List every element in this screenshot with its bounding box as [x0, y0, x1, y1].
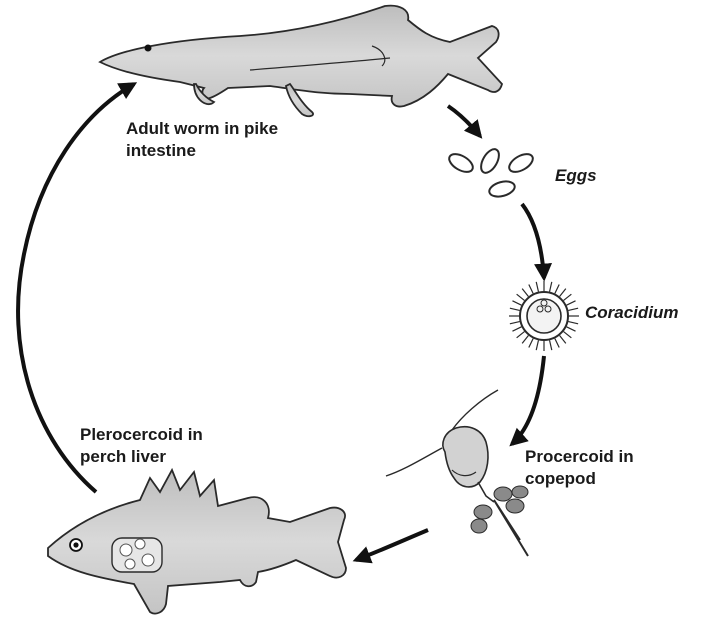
cilium-ray: [559, 335, 567, 344]
cilium-ray: [568, 307, 579, 312]
label-coracidium: Coracidium: [585, 303, 679, 322]
cilium-ray: [528, 338, 534, 348]
cilium-ray: [516, 331, 525, 339]
cilium-ray: [566, 300, 576, 306]
cilium-ray: [568, 320, 579, 325]
liver-cysts-icon: [119, 538, 155, 570]
label-perch: Plerocercoid in perch liver: [80, 424, 203, 468]
cilium-ray: [554, 338, 560, 348]
label-pike-line1: Adult worm in pike: [126, 119, 279, 138]
cilium-ray: [516, 293, 525, 301]
label-perch-line1: Plerocercoid in: [80, 425, 203, 444]
cilium-ray: [512, 326, 522, 332]
cilium-ray: [535, 340, 540, 351]
arrow-copepod-to-perch: [352, 528, 429, 564]
cilium-ray: [563, 331, 572, 339]
label-eggs: Eggs: [555, 166, 597, 185]
cilium-ray: [528, 284, 534, 294]
eggs-icon: [448, 148, 534, 198]
coracidium-icon: [509, 281, 579, 351]
cilium-ray: [548, 281, 553, 292]
cilium-ray: [548, 340, 553, 351]
arrow-pike-to-eggs: [446, 104, 483, 139]
cilium-ray: [535, 281, 540, 292]
label-pike: Adult worm in pike intestine: [126, 118, 278, 162]
cilium-ray: [521, 288, 529, 297]
label-perch-line2: perch liver: [80, 447, 166, 466]
cilium-ray: [509, 320, 520, 325]
label-copepod-line1: Procercoid in: [525, 447, 634, 466]
cilium-ray: [563, 293, 572, 301]
arrow-coracidium-to-copepod: [509, 355, 546, 447]
cilium-ray: [509, 307, 520, 312]
pike-fish-icon: [98, 4, 503, 118]
pike-eye-icon: [144, 44, 152, 52]
arrow-eggs-to-coracidium: [520, 202, 553, 282]
label-pike-line2: intestine: [126, 141, 196, 160]
cilium-ray: [566, 326, 576, 332]
cilium-ray: [521, 335, 529, 344]
cilium-ray: [554, 284, 560, 294]
arrow-perch-to-pike: [16, 82, 138, 494]
cilium-ray: [512, 300, 522, 306]
label-copepod-line2: copepod: [525, 469, 596, 488]
label-copepod: Procercoid in copepod: [525, 446, 634, 490]
perch-eye-icon: [69, 538, 83, 552]
copepod-icon: [385, 389, 529, 557]
cilium-ray: [559, 288, 567, 297]
